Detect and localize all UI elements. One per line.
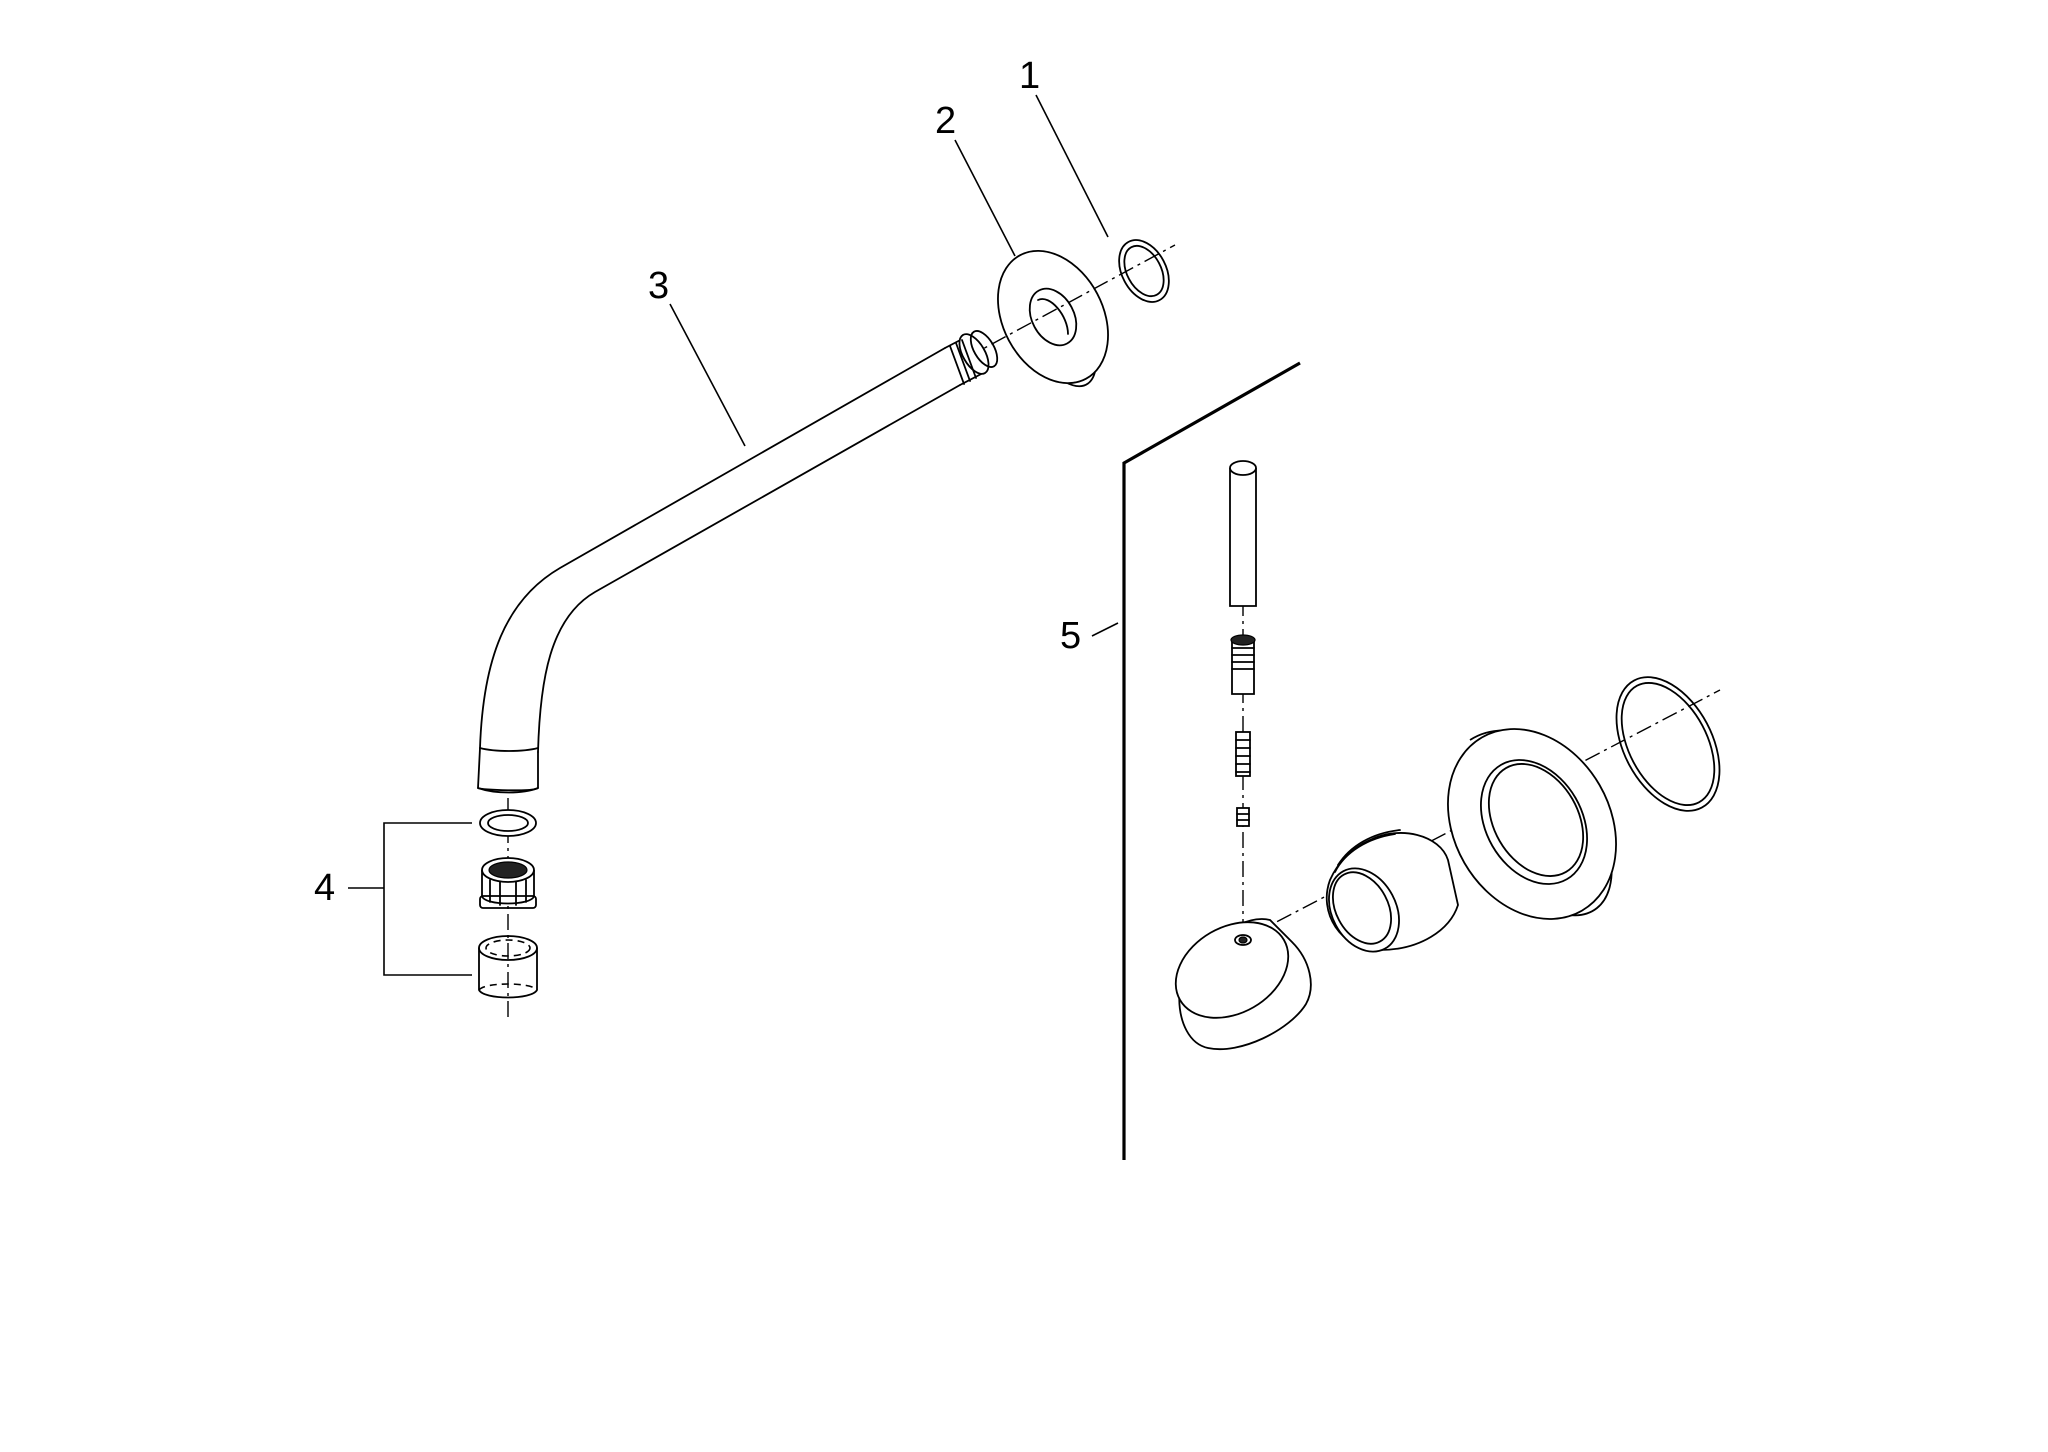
wall-section-line: [1122, 361, 1301, 1160]
leader-line-1: [1035, 94, 1109, 238]
wall-rosette-icon: [997, 249, 1109, 388]
callout-3-label: 3: [648, 265, 669, 307]
callout-4-label: 4: [314, 867, 335, 909]
callout-2-label: 2: [935, 100, 956, 142]
o-ring-seal-icon: [1118, 239, 1170, 303]
leader-line-2: [954, 139, 1016, 257]
spout-pipe-icon: [477, 330, 999, 794]
callout-5-label: 5: [1060, 615, 1081, 657]
leader-line-5: [1091, 622, 1119, 637]
handle-assembly-icon: [1122, 361, 1721, 1160]
bracket-4: [348, 822, 472, 976]
axis-line-pipe: [965, 244, 1176, 359]
aerator-set-icon: [478, 809, 538, 999]
callout-1-label: 1: [1019, 55, 1040, 97]
leader-line-3: [669, 303, 746, 447]
